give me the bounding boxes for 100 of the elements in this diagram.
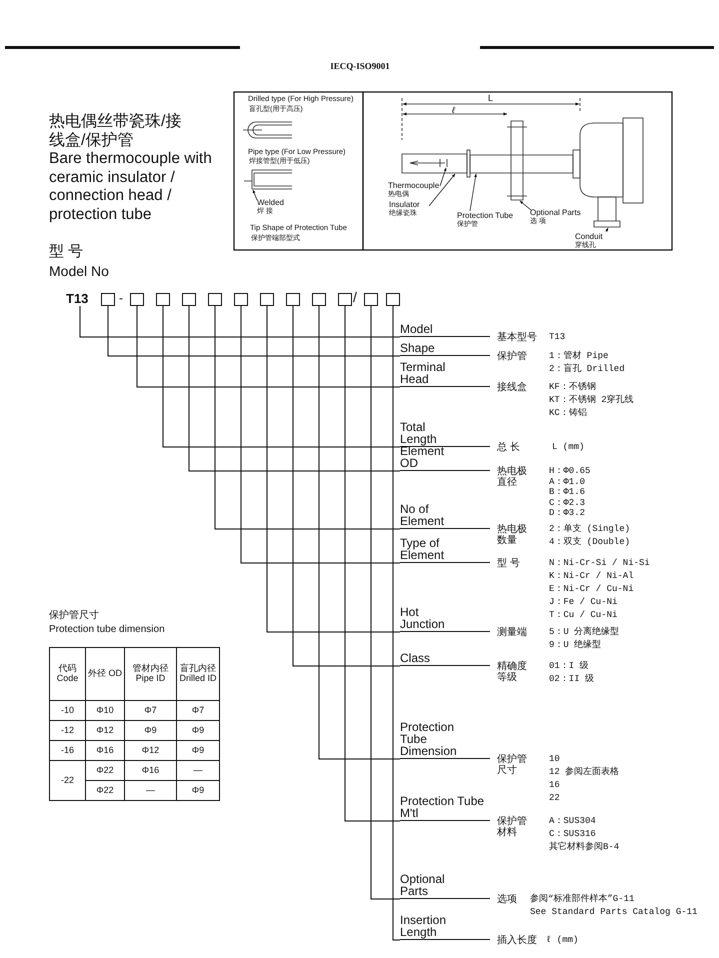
spec-option: B：Φ1.6 — [549, 487, 719, 497]
table-cell: -22 — [50, 760, 86, 800]
field-label: Protection Tube Dimension — [400, 721, 490, 759]
table-cell: -10 — [50, 700, 86, 720]
connector-line — [318, 306, 400, 760]
spec-option: 2：盲孔 Drilled — [549, 364, 719, 374]
part-label: Conduit — [575, 232, 604, 241]
spec-option: KC：铸铝 — [549, 408, 719, 418]
part-label: Optional Parts — [530, 208, 582, 217]
code-box — [312, 293, 326, 306]
heading-text: Bare thermocouple with ceramic insulator / connection head / protection tube — [49, 150, 213, 224]
code-box — [208, 293, 222, 306]
code-box — [234, 293, 248, 306]
field-label: Total Length — [400, 421, 490, 447]
table-cell: — — [176, 760, 220, 780]
code-box — [286, 293, 300, 306]
table-cell: — — [124, 780, 176, 800]
conduit — [594, 196, 620, 228]
leader-line — [470, 174, 477, 212]
spec-label: 测量端 — [497, 627, 528, 638]
connector-line — [80, 306, 400, 338]
table-cell: Φ9 — [176, 780, 220, 800]
part-label: Protection Tube — [457, 211, 514, 220]
code-box — [182, 293, 196, 306]
spec-label: 总 长 — [497, 442, 521, 453]
connector-line — [214, 306, 400, 530]
field-label: Type of Element — [400, 537, 490, 563]
code-box — [364, 293, 378, 306]
heading-text: 热电偶丝带瓷珠/接线盒/保护管 — [49, 112, 182, 150]
dimension-label: L — [488, 94, 494, 104]
field-label: Element OD — [400, 445, 490, 471]
code-box — [156, 293, 170, 306]
spec-option: C：SUS316 — [549, 829, 719, 839]
table-cell: Φ9 — [124, 720, 176, 740]
part-label: Welded — [257, 198, 285, 207]
connector-line — [188, 306, 400, 472]
connector-line — [292, 306, 400, 666]
spec-option: K：Ni-Cr / Ni-Al — [549, 571, 719, 581]
leader-line — [520, 200, 532, 210]
leader-line — [440, 168, 446, 186]
code-box — [101, 293, 115, 306]
section-heading: Model No — [49, 264, 110, 280]
section-heading: 型 号 — [49, 244, 84, 260]
field-label: Insertion Length — [400, 914, 490, 940]
spec-option: L (mm) — [552, 442, 719, 452]
spec-option: T：Cu / Cu-Ni — [549, 610, 719, 620]
header-cell: 盲孔内径 Drilled ID — [176, 648, 220, 700]
field-label: Model — [400, 323, 490, 337]
code-box — [338, 293, 352, 306]
certification-text: IECQ-ISO9001 — [329, 62, 391, 72]
table-cell: Φ9 — [176, 740, 220, 760]
spec-option: KF：不锈钢 — [549, 382, 719, 392]
table-title: Protection tube dimension — [49, 624, 166, 635]
table-cell: -16 — [50, 740, 86, 760]
spec-label: 精确度等级 — [497, 661, 528, 683]
spec-option: 12 参阅左面表格 — [549, 767, 719, 777]
table-cell: Φ12 — [124, 740, 176, 760]
field-label: Terminal Head — [400, 361, 490, 387]
pipe-tip-drawing — [244, 170, 292, 190]
spec-option: 9：U 绝缘型 — [549, 640, 719, 650]
connector-line — [392, 306, 400, 940]
table-cell: Φ10 — [86, 700, 124, 720]
thermocouple-element — [410, 158, 448, 168]
field-label: Shape — [400, 342, 490, 356]
spec-option: 02：II 级 — [549, 674, 719, 684]
spec-option: 2：单支 (Single) — [549, 524, 719, 534]
spec-option: H：Φ0.65 — [549, 466, 719, 476]
field-label: Protection Tube M'tl — [400, 795, 490, 821]
leader-line — [605, 228, 608, 232]
table-cell: Φ16 — [124, 760, 176, 780]
spec-label: 型 号 — [497, 558, 521, 569]
field-label: No of Element — [400, 503, 490, 529]
dimension-label: ℓ — [452, 106, 456, 116]
connector-line — [344, 306, 400, 822]
spec-option: 5：U 分离绝缘型 — [549, 627, 719, 637]
spec-option: A：Φ1.0 — [549, 476, 719, 486]
leader-line — [428, 174, 456, 206]
spec-label: 保护管材料 — [497, 816, 528, 838]
table-cell: Φ22 — [86, 780, 124, 800]
connector-line — [266, 306, 400, 632]
insulator-sheath — [402, 154, 468, 174]
spec-option: C：Φ2.3 — [549, 498, 719, 508]
model-code: T13 — [66, 292, 88, 306]
spec-option: N：Ni-Cr-Si / Ni-Si — [549, 558, 719, 568]
field-label: Optional Parts — [400, 873, 490, 899]
code-box — [386, 293, 400, 306]
spec-label: 接线盒 — [497, 382, 528, 393]
spec-label: 保护管尺寸 — [497, 754, 528, 776]
spec-option: 其它材料参阅B-4 — [549, 842, 719, 852]
spec-option: 参阅“标准部件样本”G-11 — [530, 894, 710, 904]
spec-label: 基本型号 — [497, 332, 538, 343]
spec-label: 插入长度 — [497, 935, 538, 946]
spec-option: D：Φ3.2 — [549, 508, 719, 518]
spec-option: 16 — [549, 780, 719, 790]
connector-line — [240, 306, 400, 564]
code-box — [260, 293, 274, 306]
field-label: Class — [400, 652, 490, 666]
connector-line — [370, 306, 400, 900]
part-label: Insulator — [389, 200, 421, 209]
table-cell: Φ12 — [86, 720, 124, 740]
